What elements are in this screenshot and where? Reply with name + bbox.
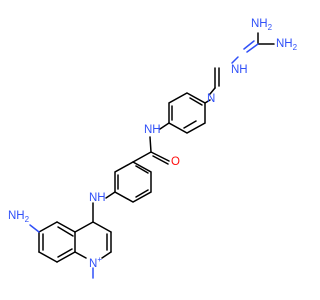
bond [56,221,76,233]
bond [74,251,87,259]
bond [29,224,40,233]
bond [159,122,170,130]
bond [135,189,149,198]
bond [189,97,203,106]
bond [243,40,255,50]
bond [183,120,197,129]
bond [246,43,259,53]
atom-label-amine-nh: NH [89,192,106,204]
guanidine-group [231,32,275,64]
atom-label-amide-o: O [171,156,180,168]
atom-label-amide-nh: NH [144,124,161,136]
atom-label-nh2-top: NH2 [251,18,273,32]
bond [135,165,149,174]
bond [132,151,152,163]
atom-label-nh2-aniline: NH2 [8,210,30,224]
bond [204,99,211,104]
bond [38,251,58,263]
bond [56,251,76,263]
bond [152,155,169,165]
middle-benzene-ring [105,151,152,203]
bond [149,136,152,153]
bond [231,56,239,64]
hydrazone-linker [209,67,220,95]
bond [92,221,112,233]
bond [57,226,74,237]
molecule-structure: NH2 NH2 NH N NH O NH NH2 N+ [8,18,298,279]
quinolinium-ring-system [29,202,112,279]
bond [57,248,73,258]
bond [209,87,216,95]
atom-label-quinolinium-n: N+ [89,255,102,271]
bond [105,191,116,199]
atom-label-imine-n: N [207,93,215,105]
atom-label-hydrazone-nh: NH [231,64,248,76]
bond [38,221,58,233]
atom-label-nh2-right: NH2 [276,38,298,52]
bond [74,221,94,233]
bond [150,151,170,162]
ring-outline [114,161,152,203]
amide-group [149,136,170,165]
upper-benzene-ring [159,92,211,134]
bond [101,251,112,259]
